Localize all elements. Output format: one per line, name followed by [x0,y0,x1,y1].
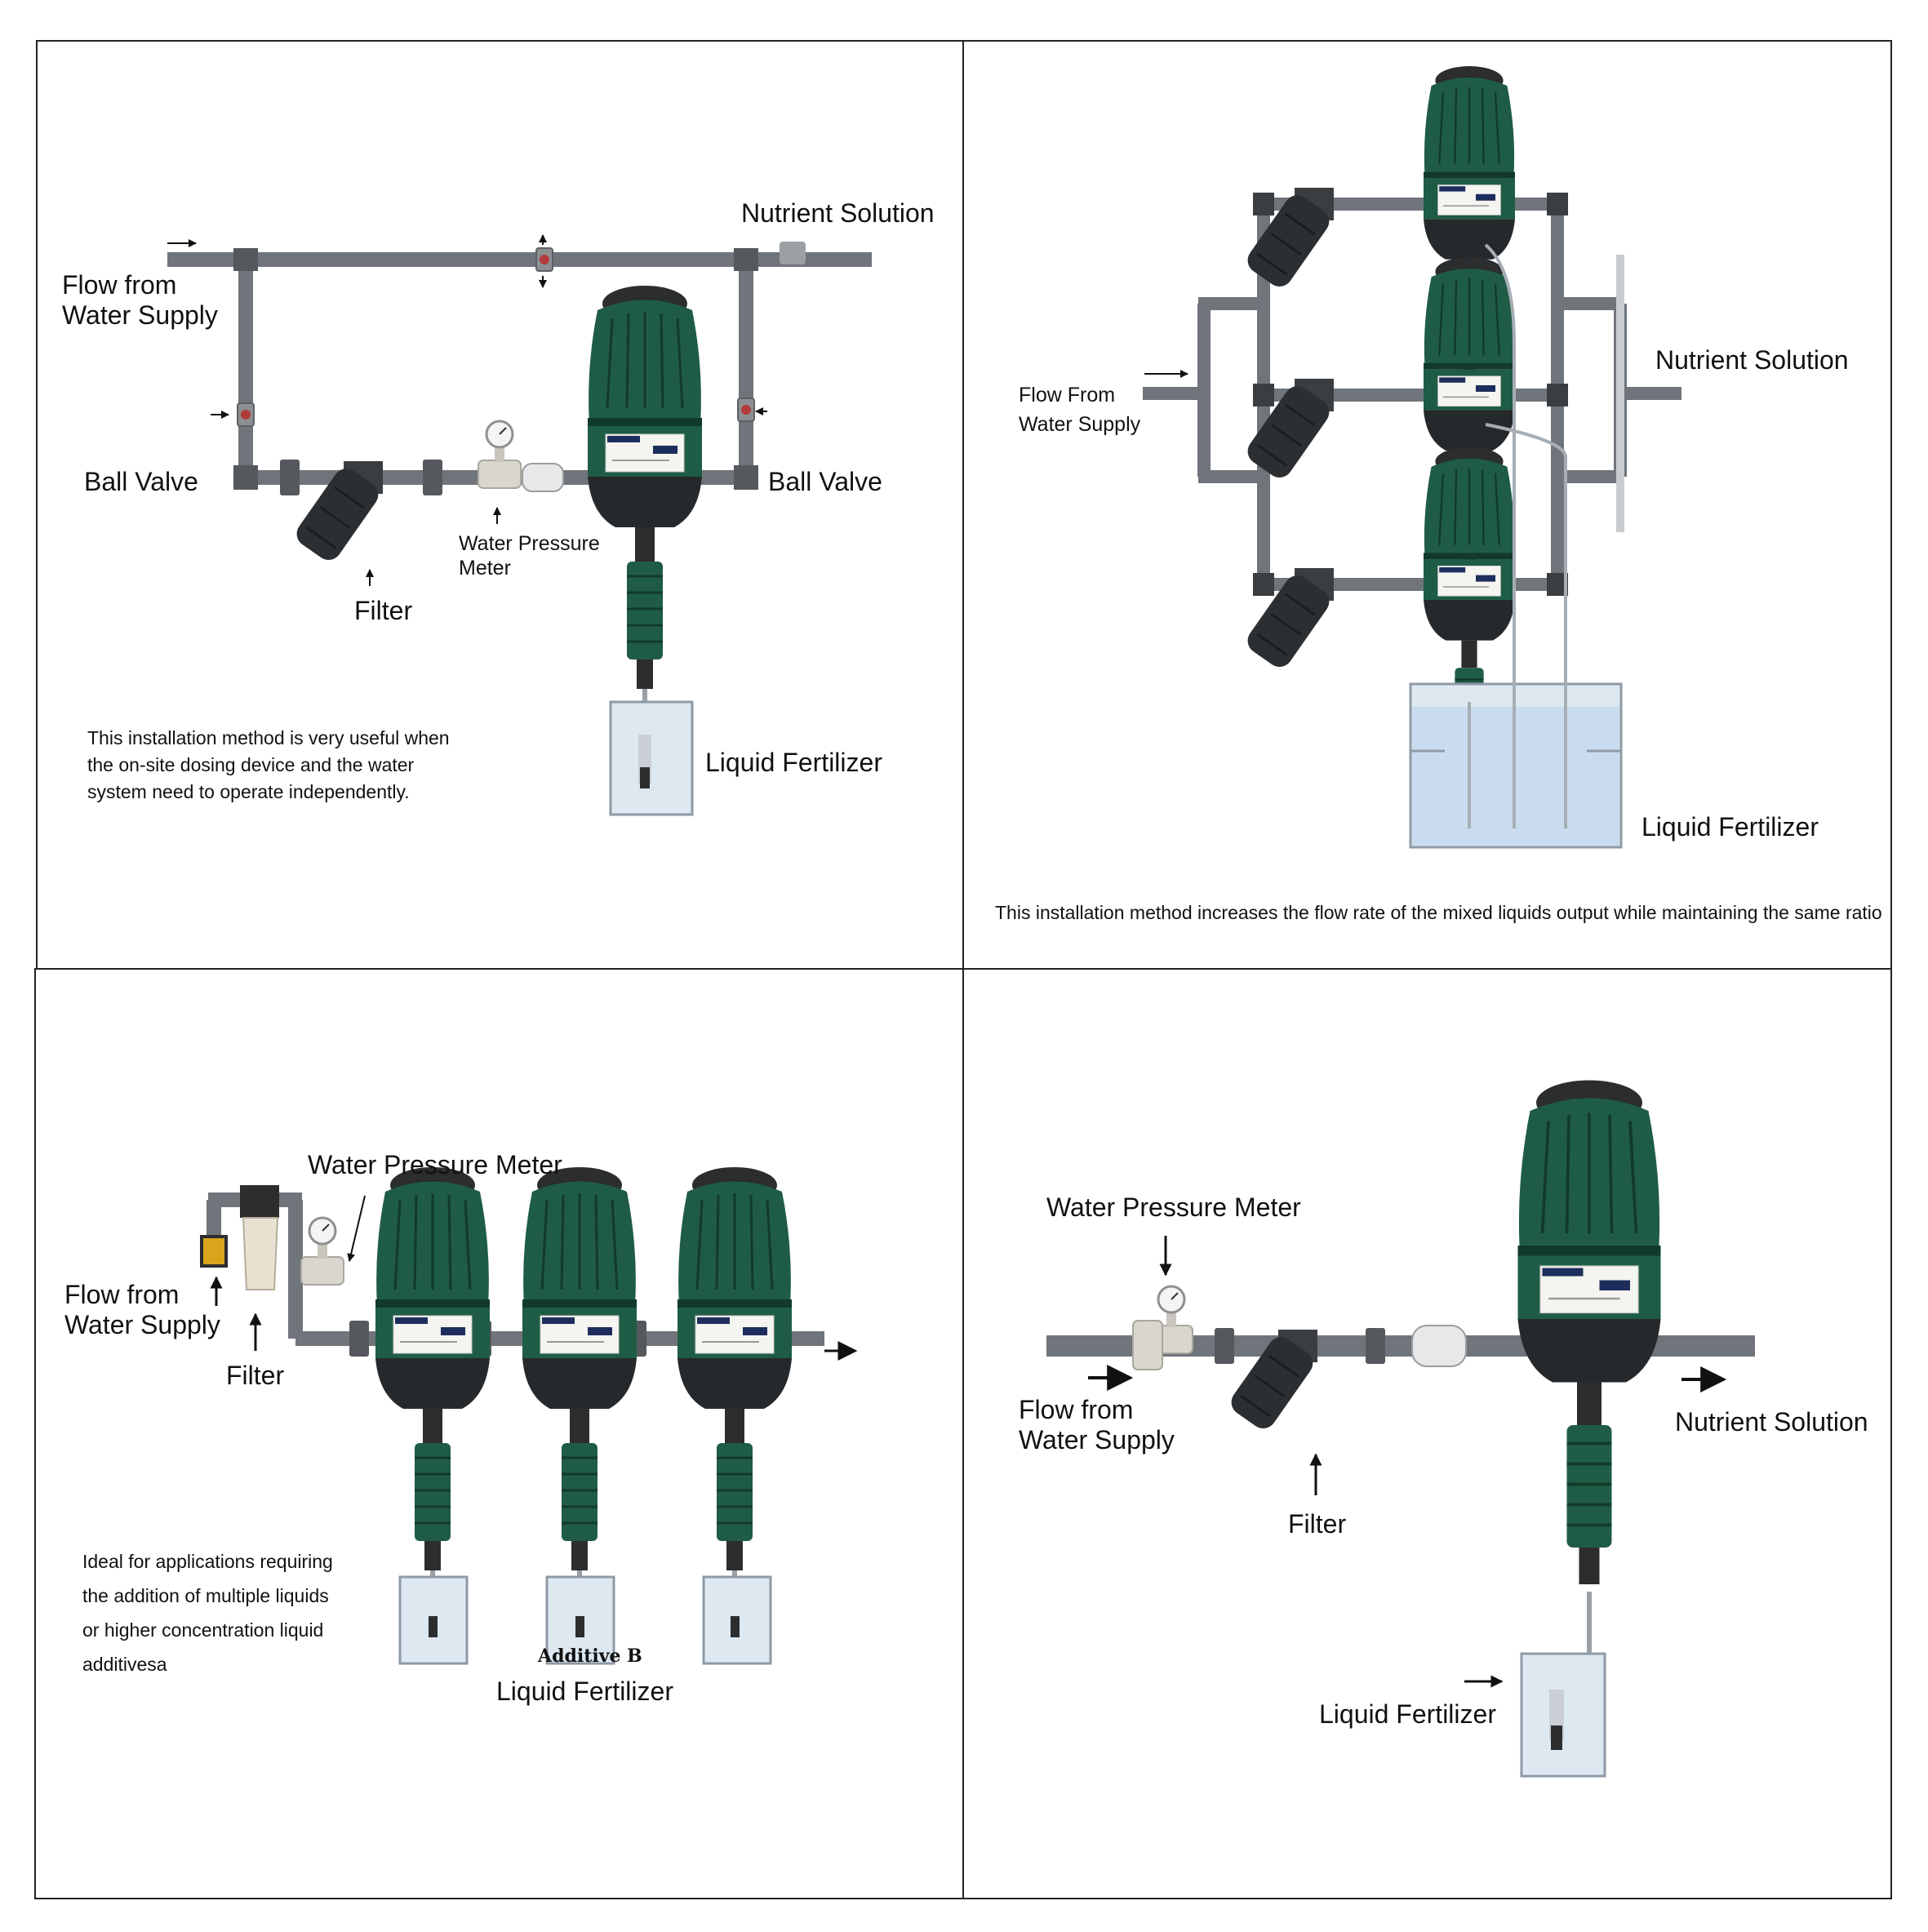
flow-from-water-supply-label: Flow from Water Supply [1019,1395,1175,1455]
installation-note: This installation method increases the f… [995,902,1882,923]
panel-bottom-left-art [200,1166,858,1665]
water-pressure-meter-label: Water Pressure Meter [459,532,600,580]
additive-b-tag: Additive B [538,1646,642,1667]
flow-from-water-supply-label: Flow From Water Supply [1019,384,1141,436]
ball-valve-right-label: Ball Valve [768,467,882,496]
liquid-fertilizer-label: Liquid Fertilizer [705,748,882,777]
panel-top-right-art [1143,64,1681,849]
water-pressure-meter-label: Water Pressure Meter [308,1150,562,1179]
water-pressure-meter-label: Water Pressure Meter [1046,1193,1301,1222]
ball-valve-left-label: Ball Valve [84,467,198,496]
installation-note: This installation method is very useful … [87,727,450,802]
liquid-fertilizer-label: Liquid Fertilizer [1319,1699,1496,1729]
liquid-fertilizer-label: Liquid Fertilizer [1641,812,1819,842]
filter-label: Filter [1288,1509,1347,1539]
filter-label: Filter [226,1361,285,1390]
panel-borders [34,40,1892,1899]
nutrient-solution-label: Nutrient Solution [1655,345,1849,375]
panel-bottom-right-art [1046,1078,1755,1778]
filter-label: Filter [354,596,413,625]
flow-from-water-supply-label: Flow from Water Supply [62,270,218,330]
installation-note: Ideal for applications requiring the add… [82,1551,333,1675]
flow-from-water-supply-label: Flow from Water Supply [64,1280,220,1339]
nutrient-solution-label: Nutrient Solution [1675,1407,1868,1437]
nutrient-solution-label: Nutrient Solution [741,198,935,228]
panel-top-left-art [167,234,872,816]
liquid-fertilizer-label: Liquid Fertilizer [496,1677,673,1706]
